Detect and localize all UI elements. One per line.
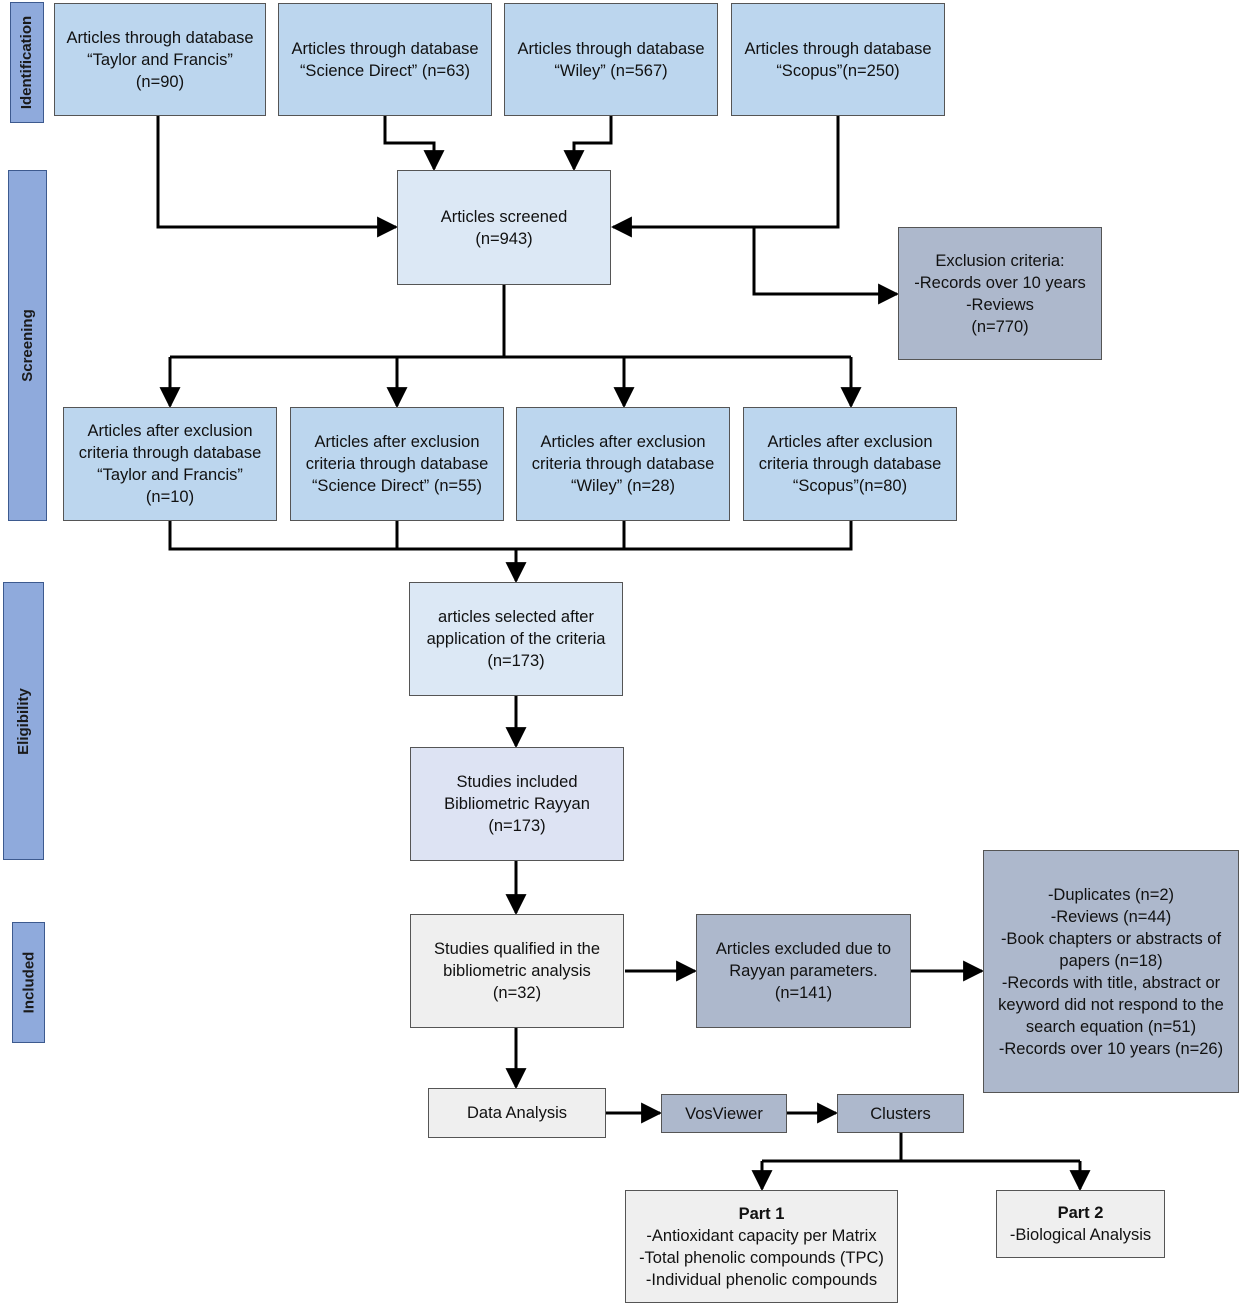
box-line: Articles screened [440, 207, 568, 226]
box-line: criteria through database [758, 455, 942, 473]
box-wiley: Articles through database “Wiley” (n=567… [504, 3, 718, 116]
box-after-wiley: Articles after exclusion criteria throug… [516, 407, 730, 521]
box-line: “Scopus”(n=250) [776, 61, 900, 80]
box-line: keyword did not respond to the [998, 995, 1224, 1014]
box-line: “Science Direct” (n=55) [311, 477, 483, 495]
line-merge [168, 521, 853, 551]
part1-title: Part 1 [738, 1204, 785, 1223]
box-articles-excluded-rayyan: Articles excluded due to Rayyan paramete… [696, 914, 911, 1028]
arrow-sciencedirect-to-screened [383, 116, 445, 172]
box-articles-screened: Articles screened (n=943) [397, 170, 611, 285]
box-line: -Antioxidant capacity per Matrix [646, 1226, 877, 1245]
box-line: Studies qualified in the [433, 940, 601, 958]
box-line: -Book chapters or abstracts of [1000, 929, 1222, 948]
box-line: (n=770) [971, 317, 1029, 336]
box-part-2: Part 2 -Biological Analysis [996, 1190, 1165, 1258]
box-line: criteria through database [305, 455, 489, 473]
box-taylor-francis: Articles through database “Taylor and Fr… [54, 3, 266, 116]
box-line: application of the criteria [426, 630, 606, 648]
box-exclusion-criteria: Exclusion criteria: -Records over 10 yea… [898, 227, 1102, 360]
stage-eligibility-label: Eligibility [15, 687, 32, 755]
line-screened-split [170, 285, 851, 359]
box-line: (n=141) [774, 984, 833, 1002]
box-studies-qualified: Studies qualified in the bibliometric an… [410, 914, 624, 1028]
box-line: Articles excluded due to [715, 940, 892, 958]
vosviewer-label: VosViewer [685, 1104, 763, 1123]
arrow-to-exclusion [752, 227, 900, 305]
box-line: -Records over 10 years (n=26) [998, 1039, 1224, 1058]
box-line: “Wiley” (n=28) [570, 477, 676, 495]
box-line: search equation (n=51) [1025, 1017, 1197, 1036]
box-line: Articles after exclusion [87, 422, 253, 440]
clusters-label: Clusters [870, 1104, 931, 1123]
box-line: -Reviews (n=44) [1050, 907, 1172, 926]
box-articles-selected: articles selected after application of t… [409, 582, 623, 696]
box-line: criteria through database [531, 455, 715, 473]
box-line: -Reviews [966, 295, 1034, 314]
box-line: “Taylor and Francis” [87, 50, 233, 69]
stage-included-label: Included [20, 951, 38, 1014]
box-line: “Science Direct” (n=63) [299, 61, 471, 80]
line-clusters-split [762, 1133, 1080, 1163]
box-vosviewer: VosViewer [661, 1094, 787, 1133]
box-clusters: Clusters [837, 1094, 964, 1133]
box-studies-included-rayyan: Studies included Bibliometric Rayyan (n=… [410, 747, 624, 861]
box-data-analysis: Data Analysis [428, 1088, 606, 1138]
box-scopus: Articles through database “Scopus”(n=250… [731, 3, 945, 116]
box-line: (n=943) [475, 229, 533, 248]
box-line: Articles after exclusion [767, 433, 933, 451]
box-line: Rayyan parameters. [729, 962, 878, 980]
stage-screening: Screening [8, 170, 47, 521]
arrow-taylor-to-screened [156, 116, 399, 238]
data-analysis-label: Data Analysis [467, 1104, 567, 1122]
box-line: bibliometric analysis [443, 962, 591, 980]
box-line: (n=32) [492, 984, 542, 1002]
part2-title: Part 2 [1057, 1204, 1104, 1222]
box-excluded-reasons: -Duplicates (n=2) -Reviews (n=44) -Book … [983, 850, 1239, 1093]
box-line: “Wiley” (n=567) [554, 61, 668, 80]
box-line: Articles after exclusion [314, 433, 480, 451]
box-line: Bibliometric Rayyan [444, 795, 590, 813]
box-line: -Duplicates (n=2) [1047, 885, 1175, 904]
arrow-wiley-to-screened [563, 116, 613, 172]
box-line: (n=173) [488, 817, 546, 835]
box-line: “Taylor and Francis” [97, 466, 243, 484]
box-line: (n=90) [135, 72, 185, 91]
box-line: Articles through database [291, 39, 479, 58]
box-line: Articles after exclusion [540, 433, 706, 451]
box-line: (n=173) [487, 652, 545, 670]
box-line: Articles through database [66, 28, 254, 47]
box-line: “Scopus”(n=80) [792, 477, 908, 495]
box-after-scopus: Articles after exclusion criteria throug… [743, 407, 957, 521]
arrow-scopus-to-screened [610, 116, 840, 238]
box-line: -Total phenolic compounds (TPC) [639, 1248, 884, 1267]
box-line: Studies included [456, 773, 578, 791]
box-line: (n=10) [145, 488, 195, 506]
stage-identification: Identification [10, 2, 44, 123]
box-line: articles selected after [438, 608, 594, 626]
stage-included: Included [12, 922, 45, 1043]
stage-identification-label: Identification [18, 15, 36, 110]
box-line: -Individual phenolic compounds [645, 1270, 878, 1289]
box-after-science-direct: Articles after exclusion criteria throug… [290, 407, 504, 521]
box-line: papers (n=18) [1059, 951, 1163, 970]
box-science-direct: Articles through database “Science Direc… [278, 3, 492, 116]
box-part-1: Part 1 -Antioxidant capacity per Matrix … [625, 1190, 898, 1303]
box-line: Articles through database [517, 39, 705, 58]
stage-screening-label: Screening [19, 309, 36, 382]
box-line: Articles through database [744, 39, 932, 58]
box-line: -Biological Analysis [1009, 1226, 1152, 1244]
box-after-taylor-francis: Articles after exclusion criteria throug… [63, 407, 277, 521]
box-line: Exclusion criteria: [935, 251, 1065, 270]
box-line: -Records with title, abstract or [1001, 973, 1221, 992]
box-line: -Records over 10 years [914, 273, 1086, 292]
box-line: criteria through database [78, 444, 262, 462]
stage-eligibility: Eligibility [3, 582, 44, 860]
